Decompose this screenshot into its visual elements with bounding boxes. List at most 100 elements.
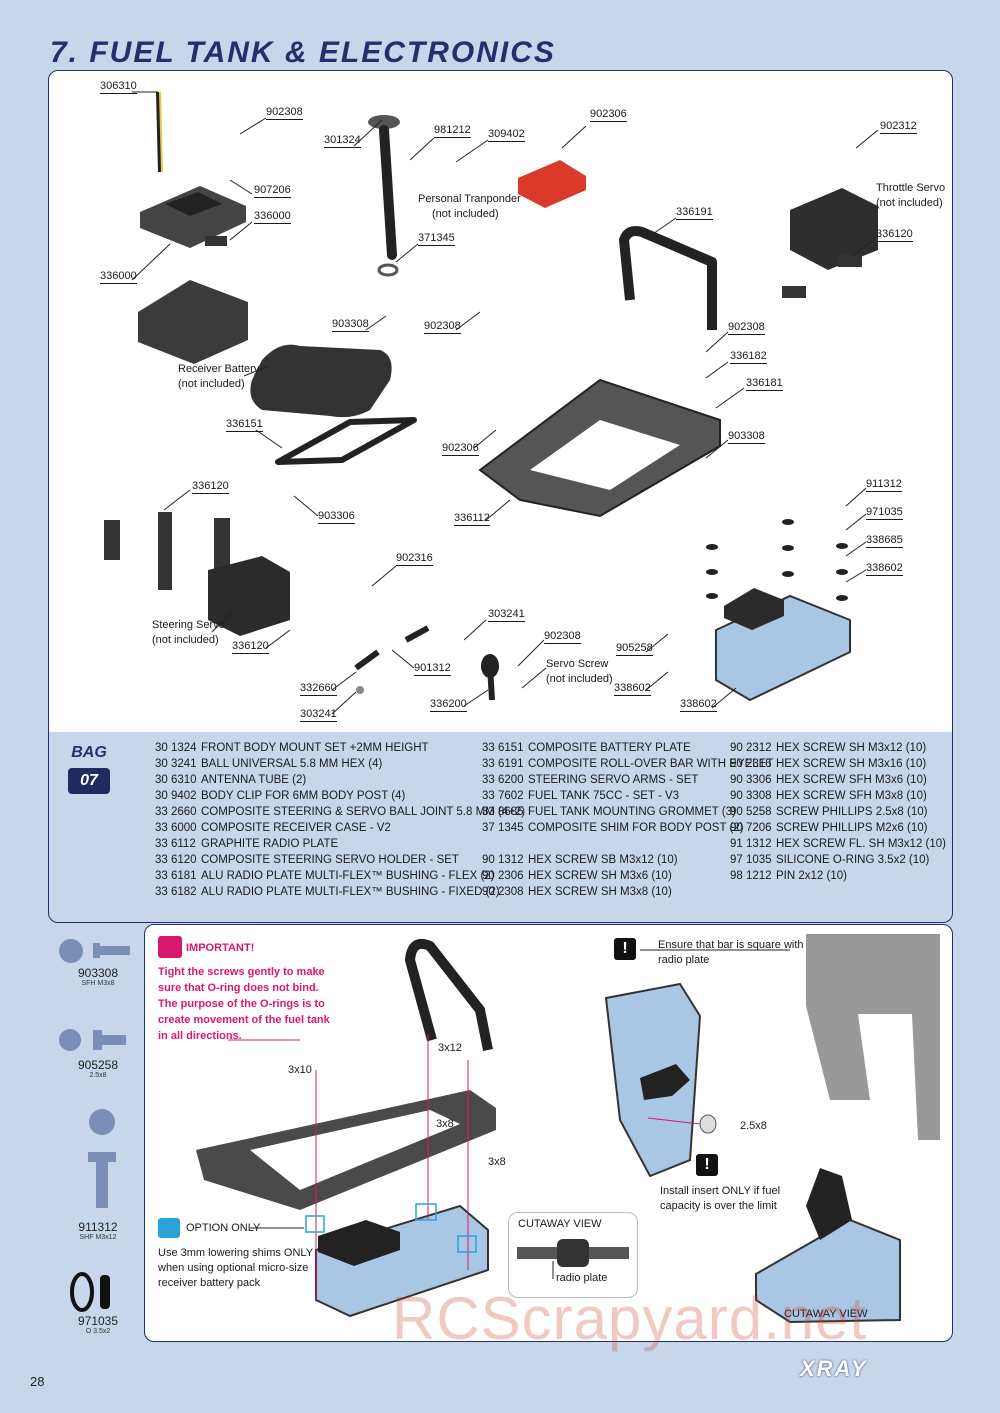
- throttle-servo-holder-b: [782, 286, 806, 298]
- antenna-tube: [156, 91, 162, 173]
- warning-icon: !: [614, 938, 636, 960]
- section-title: 7. FUEL TANK & ELECTRONICS: [50, 36, 556, 69]
- antenna-tube-highlight: [159, 91, 163, 173]
- option-only-text: Use 3mm lowering shims ONLY when using o…: [158, 1247, 314, 1289]
- label-902316: 902316: [396, 552, 433, 566]
- label-servo-screw: Servo Screw: [546, 658, 609, 670]
- label-receiver-battery: Receiver Battery: [178, 363, 260, 375]
- label-902306-b: 902306: [442, 442, 479, 456]
- warning-icon: !: [696, 1154, 718, 1176]
- radio-plate-label: radio plate: [556, 1272, 608, 1284]
- parts-list-panel: [48, 732, 953, 923]
- label-371345: 371345: [418, 232, 455, 246]
- label-336191: 336191: [676, 206, 713, 220]
- label-338602-c: 338602: [680, 698, 717, 712]
- o-ring-front-icon: [70, 1272, 94, 1312]
- cutaway-grommet: [557, 1239, 589, 1267]
- label-336000-b: 336000: [100, 270, 137, 284]
- size-3x12: 3x12: [438, 1042, 462, 1054]
- label-transponder-not-included: (not included): [432, 208, 499, 220]
- assembly-fuel-cap: [318, 1220, 400, 1266]
- highlight-box-c: [457, 1235, 477, 1253]
- label-throttle-servo: Throttle Servo: [876, 182, 946, 194]
- important-icon: [158, 936, 182, 958]
- label-902308-d: 902308: [544, 630, 581, 644]
- label-303241-b: 303241: [300, 708, 337, 722]
- label-336151: 336151: [226, 418, 263, 432]
- bag-label: BAG: [71, 744, 107, 761]
- cutaway-view-box: [508, 1212, 638, 1298]
- insert-guide: [647, 1117, 701, 1125]
- highlight-box-a: [305, 1215, 325, 1233]
- alignment-lines: [315, 1034, 469, 1300]
- label-902308-b: 902308: [424, 320, 461, 334]
- cutaway-cap: [806, 1168, 852, 1240]
- label-303241-a: 303241: [488, 608, 525, 622]
- bag-number: 07: [68, 768, 110, 794]
- radio-plate-cutout: [530, 420, 680, 490]
- radio-plate-outline: [806, 934, 940, 1140]
- size-3x10: 3x10: [288, 1064, 312, 1076]
- cutaway-view-label-2: CUTAWAY VIEW: [784, 1308, 868, 1320]
- body-post-shim: [377, 263, 399, 277]
- servo-arm-shaft: [487, 665, 495, 701]
- label-309402: 309402: [488, 128, 525, 142]
- side-part-903308: 903308 SFH M3x8: [77, 966, 119, 987]
- phillips-head-icon: [59, 1029, 81, 1051]
- leader-lines: [131, 91, 879, 715]
- throttle-servo-holder-a: [838, 255, 862, 267]
- label-338602-b: 338602: [614, 682, 651, 696]
- label-971035: 971035: [866, 506, 903, 520]
- important-title: IMPORTANT!: [186, 942, 255, 954]
- insert-part: [699, 1114, 717, 1134]
- roll-over-bar: [619, 226, 717, 330]
- ball-joint-b: [404, 625, 430, 643]
- label-332660: 332660: [300, 682, 337, 696]
- label-902308-a: 902308: [266, 106, 303, 120]
- label-338602-a: 338602: [866, 562, 903, 576]
- screw-head-icon: [59, 939, 83, 963]
- side-part-911312: 911312 SHF M3x12: [78, 1220, 118, 1241]
- label-907206: 907206: [254, 184, 291, 198]
- label-servo-screw-not-included: (not included): [546, 673, 613, 685]
- label-902308-c: 902308: [728, 321, 765, 335]
- side-part-905258: 905258 2.5x8: [77, 1058, 119, 1079]
- label-personal-transponder: Personal Tranponder: [418, 193, 521, 205]
- servo-holder-left: [158, 512, 172, 590]
- label-902306-a: 902306: [590, 108, 627, 122]
- label-336120-b: 336120: [192, 480, 229, 494]
- assembly-plate-cutout: [250, 1110, 460, 1190]
- watermark: RCScrapyard.net: [392, 1285, 868, 1352]
- label-911312: 911312: [866, 478, 902, 492]
- label-336112: 336112: [454, 512, 490, 526]
- label-903308-a: 903308: [332, 318, 369, 332]
- ball-joint-a: [354, 649, 380, 671]
- label-336200: 336200: [430, 698, 467, 712]
- receiver-battery: [250, 344, 392, 418]
- label-981212: 981212: [434, 124, 471, 138]
- o-ring-side-icon: [100, 1275, 110, 1309]
- label-throttle-not-included: (not included): [876, 197, 943, 209]
- label-301324: 301324: [324, 134, 361, 148]
- battery-plate: [275, 417, 417, 465]
